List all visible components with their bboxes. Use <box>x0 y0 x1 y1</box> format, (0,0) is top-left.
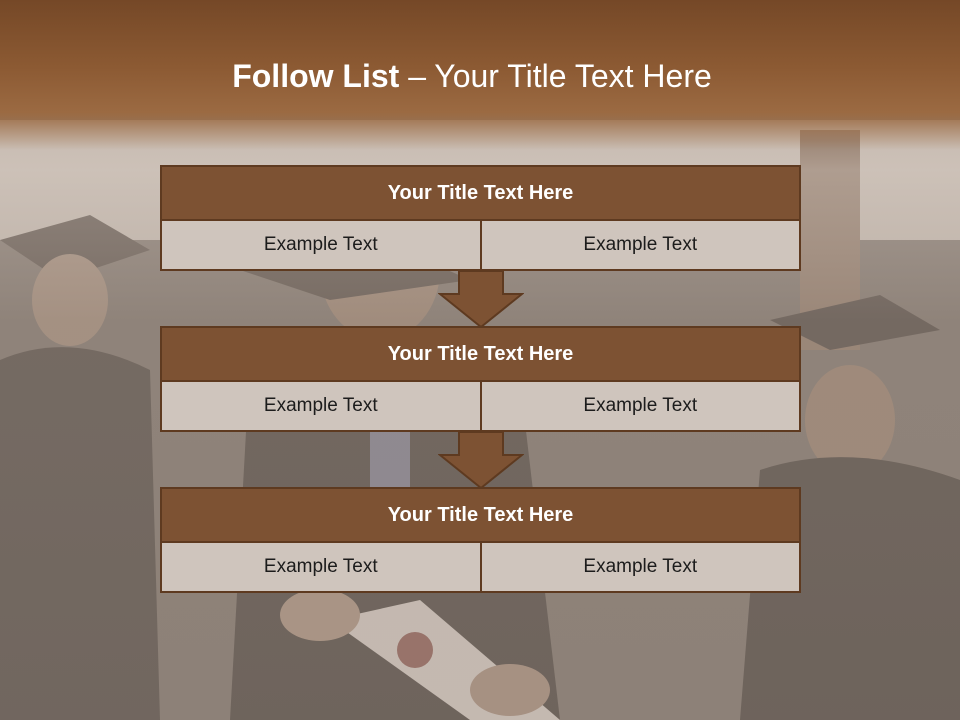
slide-title-rest: – Your Title Text Here <box>399 58 712 94</box>
block-title: Your Title Text Here <box>160 165 801 221</box>
block-title: Your Title Text Here <box>160 487 801 543</box>
title-band <box>0 0 960 150</box>
slide-title-bold: Follow List <box>232 58 400 94</box>
block-cell-left: Example Text <box>263 395 378 416</box>
down-arrow-icon <box>438 431 524 489</box>
block-cell-left: Example Text <box>263 234 378 255</box>
follow-block-2: Your Title Text Here Example Text Exampl… <box>160 326 801 432</box>
block-title: Your Title Text Here <box>160 326 801 382</box>
block-cell-left: Example Text <box>263 556 378 577</box>
follow-block-1: Your Title Text Here Example Text Exampl… <box>160 165 801 271</box>
follow-block-3: Your Title Text Here Example Text Exampl… <box>160 487 801 593</box>
block-cell-right: Example Text <box>479 543 800 591</box>
down-arrow-icon <box>438 270 524 328</box>
block-row: Example Text Example Text <box>160 543 801 593</box>
slide-title: Follow List – Your Title Text Here <box>0 56 944 96</box>
block-row: Example Text Example Text <box>160 382 801 432</box>
block-cell-right: Example Text <box>479 221 800 269</box>
block-cell-right: Example Text <box>479 382 800 430</box>
block-row: Example Text Example Text <box>160 221 801 271</box>
